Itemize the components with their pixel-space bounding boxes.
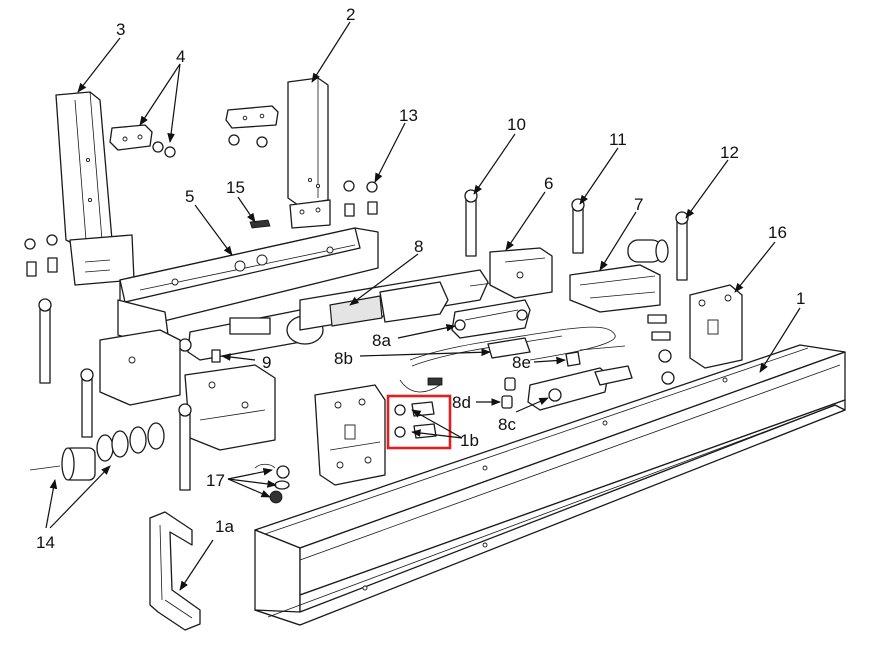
callout-8: 8 xyxy=(414,237,423,256)
callout-2: 2 xyxy=(346,5,355,24)
part-11-bolt xyxy=(571,198,585,254)
part-15-small-plate xyxy=(249,219,271,229)
callout-14: 14 xyxy=(36,533,55,552)
part-2-vertical-plate xyxy=(287,77,331,229)
callout-3: 3 xyxy=(116,20,125,39)
highlight-box-1b xyxy=(386,394,452,450)
part-17-springs xyxy=(254,463,290,504)
callout-11: 11 xyxy=(609,130,627,149)
left-bolts xyxy=(38,298,221,491)
callout-16: 16 xyxy=(768,223,787,242)
callout-8d: 8d xyxy=(452,393,471,412)
callout-6: 6 xyxy=(544,174,553,193)
part-14-roller-washers xyxy=(29,422,165,481)
callout-5: 5 xyxy=(185,187,194,206)
part-10-bolt xyxy=(464,189,478,257)
part-11-motor xyxy=(627,239,669,263)
callout-1: 1 xyxy=(796,289,805,308)
part-7-bracket xyxy=(569,264,661,313)
part-12-bolt xyxy=(675,211,689,281)
callout-4: 4 xyxy=(176,47,185,66)
callout-8a: 8a xyxy=(372,331,391,350)
callout-12: 12 xyxy=(720,143,739,162)
callout-8e: 8e xyxy=(512,353,531,372)
left-bracket-assembly xyxy=(99,329,276,451)
part-8a-linkage xyxy=(451,299,531,339)
callout-13: 13 xyxy=(399,106,418,125)
callout-17: 17 xyxy=(206,471,225,490)
part-8c-actuator xyxy=(527,365,633,411)
part-3-tall-plate xyxy=(55,91,135,286)
callout-8b: 8b xyxy=(334,349,353,368)
part-5-frame-channel xyxy=(117,227,379,343)
callout-labels: 1 1a 1b 2 3 4 5 6 7 8 8a 8b 8c 8d 8e 9 1… xyxy=(36,5,805,552)
part-1-main-beam xyxy=(254,344,846,626)
callout-7: 7 xyxy=(634,195,643,214)
part-1a-u-bracket xyxy=(149,511,201,631)
part-8b-cable xyxy=(399,326,626,393)
callout-9: 9 xyxy=(262,353,271,372)
callout-8c: 8c xyxy=(498,415,516,434)
callout-1a: 1a xyxy=(215,517,234,536)
callout-10: 10 xyxy=(507,115,526,134)
part-16-side-plate xyxy=(647,284,743,385)
part-8d-spacers xyxy=(501,377,516,409)
part-6-bracket xyxy=(489,247,553,299)
callout-15: 15 xyxy=(226,178,245,197)
mounting-plate xyxy=(314,384,386,486)
part-8-actuator-assembly xyxy=(178,269,501,361)
leader-lines xyxy=(45,21,801,591)
part-8e-clip xyxy=(565,351,581,367)
callout-1b: 1b xyxy=(460,431,479,450)
